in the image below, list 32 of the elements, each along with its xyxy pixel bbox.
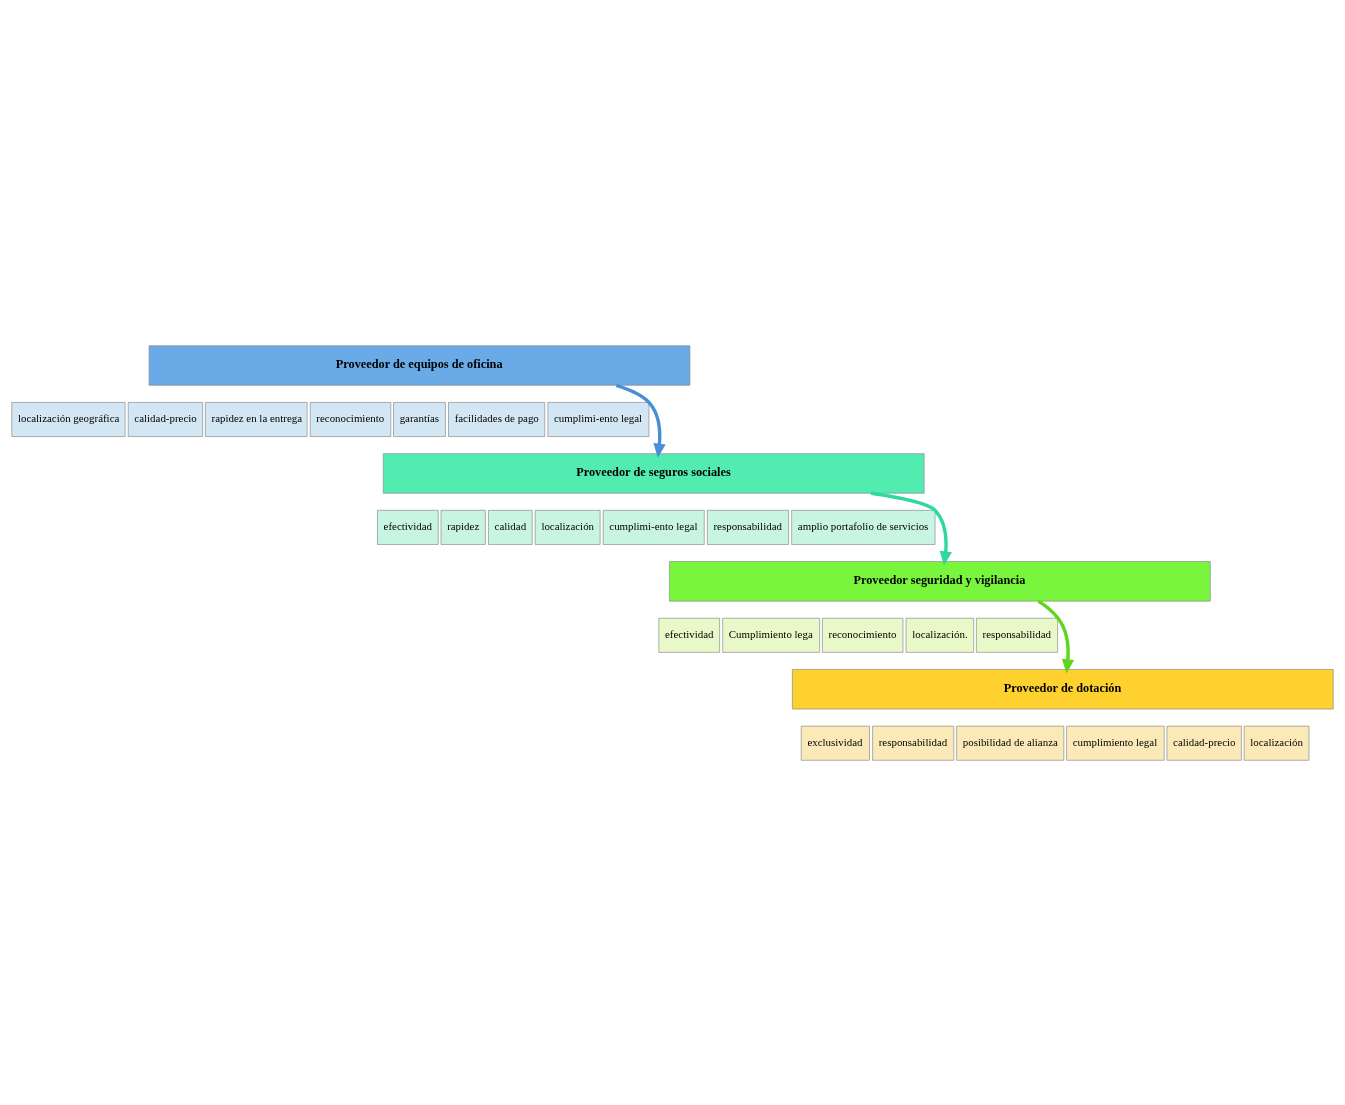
node-box: Proveedor de dotación: [792, 668, 1334, 709]
arrow: [615, 383, 666, 458]
node-box: localización: [1243, 725, 1310, 761]
arrow: [870, 491, 952, 566]
node-box: Proveedor de equipos de oficina: [148, 344, 691, 386]
node-box: calidad-precio: [1166, 725, 1242, 761]
node-box: reconocimiento: [822, 617, 904, 653]
node-box: localización geográfica: [11, 401, 126, 437]
node-box: garantías: [393, 401, 446, 437]
node-box: Cumplimiento lega: [722, 617, 820, 653]
node-box: amplio portafolio de servicios: [791, 509, 936, 545]
node-box: posibilidad de alianza: [956, 725, 1065, 761]
node-box: localización.: [905, 617, 974, 653]
node-box: efectividad: [658, 617, 720, 653]
node-box: responsabilidad: [976, 617, 1058, 653]
node-box: Proveedor de seguros sociales: [382, 452, 925, 494]
node-box: cumplimi-ento legal: [547, 401, 650, 437]
node-box: responsabilidad: [872, 725, 955, 761]
arrow: [1037, 599, 1075, 673]
node-box: cumplimi-ento legal: [602, 509, 705, 545]
node-box: Proveedor seguridad y vigilancia: [669, 560, 1211, 601]
node-box: localización: [534, 509, 601, 545]
node-box: exclusividad: [800, 725, 870, 761]
node-box: responsabilidad: [707, 509, 789, 545]
node-box: calidad: [488, 509, 533, 545]
node-box: efectividad: [377, 509, 439, 545]
node-box: facilidades de pago: [448, 401, 546, 437]
node-box: rapidez: [440, 509, 486, 545]
node-box: rapidez en la entrega: [205, 401, 308, 437]
node-box: calidad-precio: [127, 401, 203, 437]
node-box: cumplimiento legal: [1066, 725, 1165, 761]
node-box: reconocimiento: [309, 401, 392, 437]
